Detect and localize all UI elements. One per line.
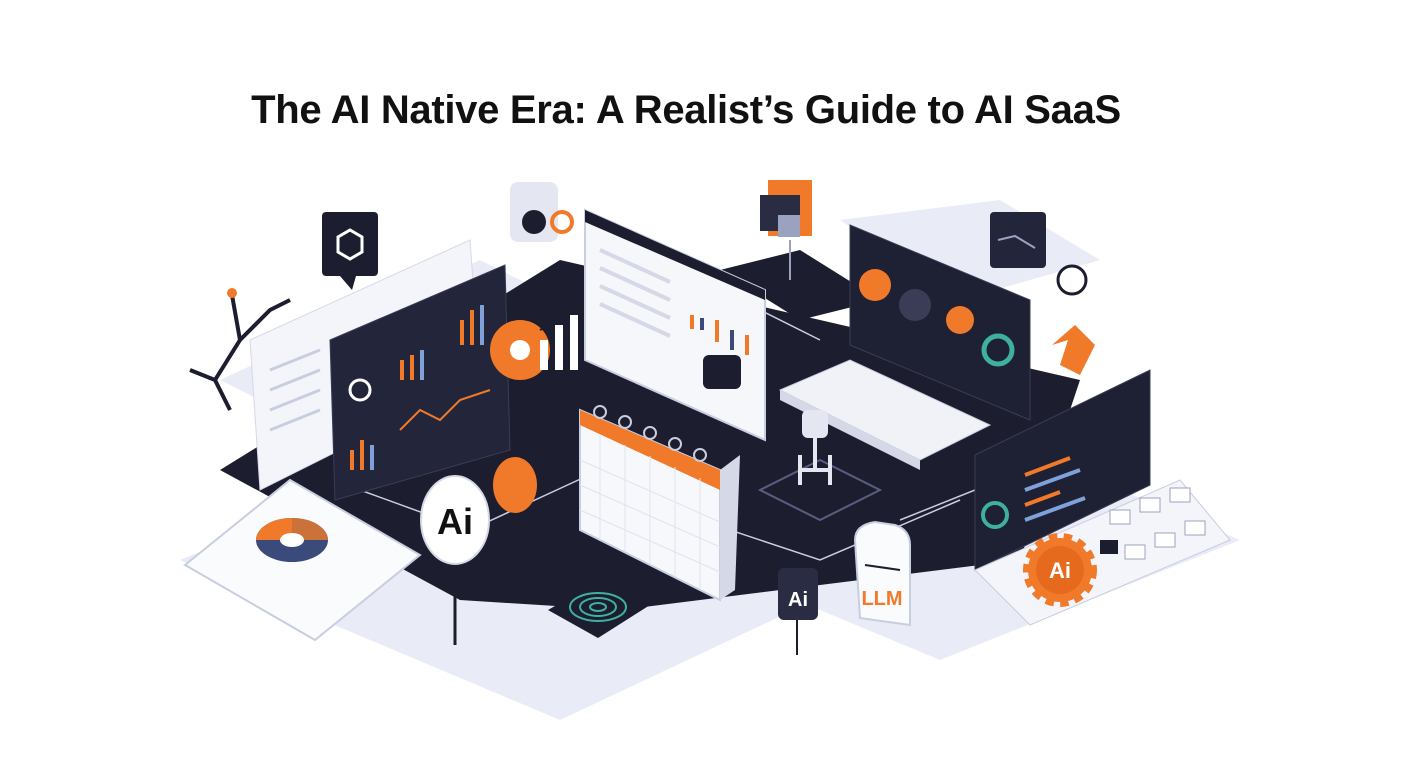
calendar-icon bbox=[579, 405, 740, 602]
llm-label: LLM bbox=[861, 588, 902, 610]
target-icon bbox=[548, 580, 650, 638]
chart-window-icon bbox=[990, 212, 1088, 296]
chat-bubble-icon bbox=[322, 212, 378, 290]
folder-stack-icon bbox=[760, 180, 812, 280]
ai-circle-label: Ai bbox=[437, 501, 473, 542]
llm-card: LLM bbox=[853, 520, 911, 627]
orange-badge-icon bbox=[490, 299, 578, 380]
orange-coin-icon bbox=[493, 457, 537, 560]
robot-arm-icon bbox=[757, 410, 883, 522]
ai-tag-label: Ai bbox=[788, 589, 808, 611]
ai-badge-circle: Ai bbox=[420, 475, 490, 645]
camera-icon bbox=[510, 182, 574, 242]
gear-ai-label: Ai bbox=[1049, 558, 1071, 583]
dashboard-monitor-icon bbox=[329, 264, 511, 501]
ai-tag: Ai bbox=[778, 568, 818, 655]
gear-icon: Ai bbox=[1023, 533, 1097, 607]
robot-arm-left-icon bbox=[189, 288, 291, 411]
app-monitor-icon bbox=[849, 224, 1031, 421]
report-window-icon bbox=[584, 208, 766, 442]
pie-chart-document-icon bbox=[183, 478, 422, 642]
page-title: The AI Native Era: A Realist’s Guide to … bbox=[251, 88, 1121, 132]
analytics-panel-icon bbox=[974, 369, 1151, 571]
orange-chevron-icon bbox=[1052, 325, 1095, 375]
